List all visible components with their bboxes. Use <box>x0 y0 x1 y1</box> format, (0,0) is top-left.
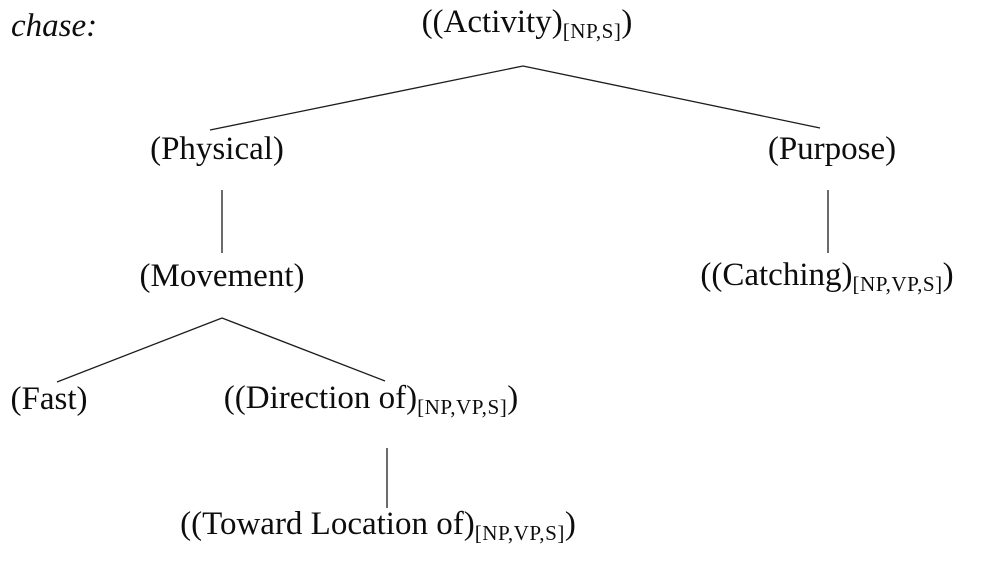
node-activity-close: ) <box>621 4 633 40</box>
node-direction-text: ((Direction of) <box>223 380 418 416</box>
node-movement: (Movement) <box>140 258 305 296</box>
node-activity-text: ((Activity) <box>421 4 563 40</box>
node-purpose: (Purpose) <box>768 131 896 169</box>
node-catching-subscript: [NP,VP,S] <box>852 271 943 296</box>
node-catching-close: ) <box>942 257 954 293</box>
node-fast-text: (Fast) <box>10 381 88 417</box>
node-toward-location-subscript: [NP,VP,S] <box>474 520 565 545</box>
edge-movement-direction <box>221 317 386 382</box>
node-physical-text: (Physical) <box>150 131 284 167</box>
node-toward-location-close: ) <box>564 506 576 542</box>
node-catching: ((Catching)[NP,VP,S]) <box>700 257 954 296</box>
edge-movement-fast <box>56 317 223 383</box>
node-activity: ((Activity)[NP,S]) <box>421 4 633 43</box>
edge-activity-physical <box>209 65 524 131</box>
node-purpose-text: (Purpose) <box>767 131 897 167</box>
node-fast: (Fast) <box>11 381 88 419</box>
node-toward-location: ((Toward Location of)[NP,VP,S]) <box>180 506 576 545</box>
node-movement-text: (Movement) <box>139 258 305 294</box>
node-direction: ((Direction of)[NP,VP,S]) <box>223 380 519 419</box>
node-activity-subscript: [NP,S] <box>562 18 622 43</box>
node-physical: (Physical) <box>150 131 284 169</box>
word-label: chase: <box>11 8 98 44</box>
node-direction-close: ) <box>507 380 519 416</box>
node-toward-location-text: ((Toward Location of) <box>180 506 475 542</box>
node-direction-subscript: [NP,VP,S] <box>417 394 508 419</box>
edge-activity-purpose <box>522 65 821 129</box>
node-catching-text: ((Catching) <box>700 257 853 293</box>
